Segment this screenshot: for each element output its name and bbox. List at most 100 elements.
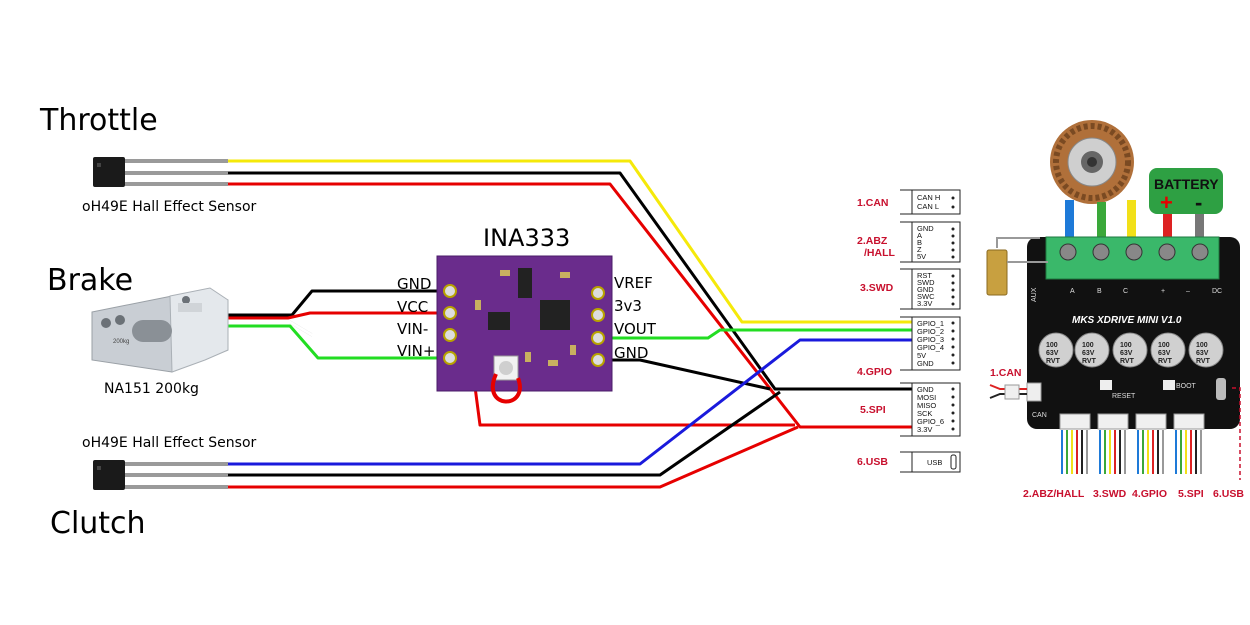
load-cell-engraving: 200kg bbox=[113, 339, 129, 345]
connector-abz-label: 2.ABZ bbox=[857, 235, 888, 247]
connector-gpio: 4.GPIO GPIO_1 GPIO_2 GPIO_3 GPIO_4 5V GN… bbox=[857, 316, 961, 378]
brake-green-wire bbox=[228, 324, 450, 360]
pin-label-gnd-right: GND bbox=[614, 344, 648, 362]
svg-text:100: 100 bbox=[1196, 342, 1208, 349]
brake-red-wire bbox=[228, 311, 450, 320]
svg-text:RVT: RVT bbox=[1196, 358, 1211, 365]
abz-pin-1: GND bbox=[917, 224, 934, 233]
throttle-yellow-wire bbox=[228, 159, 912, 324]
board-name: MKS XDRIVE MINI V1.0 bbox=[1072, 315, 1182, 326]
brake-label: Brake bbox=[47, 263, 133, 298]
pin-label-vin-plus: VIN+ bbox=[397, 342, 435, 360]
gpio-pin-4: GPIO_4 bbox=[917, 343, 944, 352]
motor-wire-green bbox=[1097, 202, 1106, 240]
bottom-ribbon-cables bbox=[1061, 430, 1202, 474]
swd-pin-4: SWC bbox=[917, 292, 935, 301]
ina333-right-pin-labels: VREF 3v3 VOUT GND bbox=[614, 274, 657, 362]
connector-usb: 6.USB USB bbox=[857, 451, 961, 473]
terminal-plus: + bbox=[1161, 288, 1165, 295]
svg-text:RVT: RVT bbox=[1120, 358, 1135, 365]
usb-dashed-pointer bbox=[1232, 387, 1241, 480]
gpio-pin-2: GPIO_2 bbox=[917, 327, 944, 336]
clutch-red-wire bbox=[228, 425, 799, 489]
connector-abz-label-2: /HALL bbox=[864, 247, 895, 259]
connector-spi: 5.SPI GND MOSI MISO SCK GPIO_6 3.3V bbox=[860, 382, 961, 437]
spi-pin-4: SCK bbox=[917, 409, 932, 418]
battery-label: BATTERY bbox=[1154, 176, 1219, 192]
svg-text:63V: 63V bbox=[1158, 350, 1171, 357]
reset-button bbox=[1100, 380, 1112, 390]
connector-abz-hall: 2.ABZ /HALL GND A B Z 5V bbox=[857, 221, 961, 263]
motor-wire-yellow bbox=[1127, 200, 1136, 240]
spi-pin-2: MOSI bbox=[917, 393, 936, 402]
connector-gpio-label: 4.GPIO bbox=[857, 366, 892, 378]
swd-pin-5: 3.3V bbox=[917, 299, 932, 308]
battery-plus: + bbox=[1160, 190, 1173, 215]
connector-can: 1.CAN CAN H CAN L bbox=[857, 189, 961, 215]
usb-pin-1: USB bbox=[927, 458, 942, 467]
ina333-pads bbox=[443, 284, 605, 367]
bldc-motor bbox=[1050, 120, 1134, 204]
battery-wire-red bbox=[1163, 210, 1172, 240]
pin-label-vout: VOUT bbox=[614, 320, 657, 338]
boot-label: BOOT bbox=[1176, 383, 1197, 390]
ina-vout-green-wire bbox=[598, 328, 912, 340]
capacitor-1: 100 63V RVT bbox=[1038, 332, 1074, 368]
connector-swd: 3.SWD RST SWD GND SWC 3.3V bbox=[860, 268, 961, 310]
throttle-red-wire bbox=[228, 182, 912, 429]
connector-usb-label: 6.USB bbox=[857, 456, 888, 468]
usb-c-port bbox=[1216, 378, 1226, 400]
capacitor-2: 100 63V RVT bbox=[1074, 332, 1110, 368]
boot-button bbox=[1163, 380, 1175, 390]
aux-label: AUX bbox=[1031, 287, 1038, 302]
motor-wire-blue bbox=[1065, 200, 1074, 240]
bottom-label-usb: 6.USB bbox=[1213, 488, 1244, 500]
swd-pin-1: RST bbox=[917, 271, 932, 280]
gpio-pin-3: GPIO_3 bbox=[917, 335, 944, 344]
clutch-label: Clutch bbox=[50, 506, 146, 541]
can-small-label: CAN bbox=[1032, 412, 1047, 419]
swd-pin-2: SWD bbox=[917, 278, 935, 287]
svg-text:RVT: RVT bbox=[1158, 358, 1173, 365]
reset-label: RESET bbox=[1112, 393, 1136, 400]
board-can-side-label: 1.CAN bbox=[990, 367, 1022, 379]
svg-text:100: 100 bbox=[1158, 342, 1170, 349]
swd-pin-3: GND bbox=[917, 285, 934, 294]
spi-pin-6: 3.3V bbox=[917, 425, 932, 434]
svg-text:RVT: RVT bbox=[1082, 358, 1097, 365]
load-cell-icon bbox=[91, 287, 229, 373]
throttle-black-wire bbox=[228, 171, 912, 391]
clutch-hall-sensor bbox=[93, 460, 228, 490]
capacitor-4: 100 63V RVT bbox=[1150, 332, 1186, 368]
abz-pin-2: A bbox=[917, 231, 922, 240]
throttle-label: Throttle bbox=[39, 103, 158, 138]
driver-board: A B C + – DC AUX MKS XDRIVE MINI V1.0 10… bbox=[986, 236, 1240, 430]
connector-swd-label: 3.SWD bbox=[860, 282, 894, 294]
brake-black-wire bbox=[228, 289, 450, 317]
pin-label-gnd-left: GND bbox=[397, 275, 431, 293]
pin-label-vin-minus: VIN- bbox=[397, 320, 428, 338]
throttle-hall-sensor bbox=[93, 157, 228, 187]
abz-pin-5: 5V bbox=[917, 252, 926, 261]
spi-pin-3: MISO bbox=[917, 401, 936, 410]
capacitor-5: 100 63V RVT bbox=[1188, 332, 1224, 368]
bottom-label-spi: 5.SPI bbox=[1178, 488, 1204, 500]
ina333-left-pin-labels: GND VCC VIN- VIN+ bbox=[397, 275, 435, 360]
pin-label-vref: VREF bbox=[614, 274, 653, 292]
terminal-c: C bbox=[1123, 288, 1128, 295]
gpio-pin-1: GPIO_1 bbox=[917, 319, 944, 328]
svg-text:100: 100 bbox=[1082, 342, 1094, 349]
abz-pin-4: Z bbox=[917, 245, 922, 254]
brake-white-wire bbox=[228, 320, 450, 337]
capacitor-3: 100 63V RVT bbox=[1112, 332, 1148, 368]
svg-text:100: 100 bbox=[1120, 342, 1132, 349]
battery-wire-gray bbox=[1195, 210, 1204, 240]
clutch-blue-wire bbox=[228, 338, 912, 466]
connector-can-label: 1.CAN bbox=[857, 197, 889, 209]
hall-sensor-top-label: oH49E Hall Effect Sensor bbox=[82, 199, 257, 215]
spi-pin-1: GND bbox=[917, 385, 934, 394]
terminal-a: A bbox=[1070, 288, 1075, 295]
svg-text:RVT: RVT bbox=[1046, 358, 1061, 365]
svg-text:63V: 63V bbox=[1120, 350, 1133, 357]
